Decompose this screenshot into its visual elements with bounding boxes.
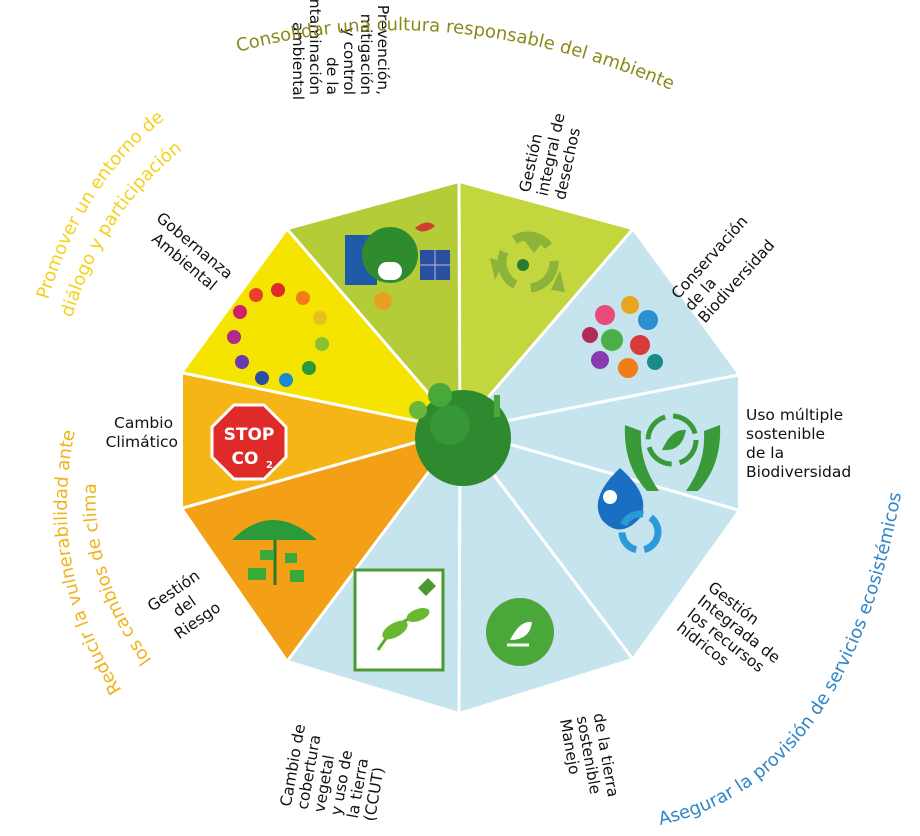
clima-line-1: Cambio bbox=[114, 414, 173, 432]
label-cambio-climatico: Cambio Climático bbox=[106, 414, 178, 451]
co2-text: CO bbox=[232, 449, 259, 469]
hands-leaf-icon bbox=[624, 413, 721, 491]
label-manejo: Manejo sostenible de la tierra bbox=[556, 712, 622, 805]
prevencion-line-6: ambiental bbox=[289, 22, 307, 100]
sustainable-land-icon bbox=[486, 598, 554, 666]
uso-line-1: Uso múltiple bbox=[746, 406, 843, 424]
segment-uso-multiple bbox=[460, 375, 738, 510]
label-gestion-hidricos: Gestión Integrada de los recursos hídric… bbox=[673, 578, 798, 697]
co2-subscript: 2 bbox=[266, 460, 273, 471]
svg-text:Cambio de cobertura: Cambio de cobertura vegetal y uso de la … bbox=[277, 718, 394, 823]
segment-prevencion bbox=[288, 183, 460, 430]
arc-text-upper-left-1-path: Promover un entorno de bbox=[33, 107, 168, 302]
segment-gobernanza bbox=[183, 230, 460, 430]
svg-text:Manejo sostenible: Manejo sostenible de la tierra bbox=[556, 712, 622, 805]
prevencion-line-1: Prevención, bbox=[374, 5, 392, 95]
recycle-icon bbox=[490, 231, 565, 293]
uso-line-3: de la bbox=[746, 444, 784, 462]
plant-shovel-icon bbox=[353, 568, 445, 672]
arc-text-upper-left-1: Promover un entorno de bbox=[33, 107, 168, 302]
uso-line-4: Biodiversidad bbox=[746, 463, 851, 481]
svg-text:Gestión Integrada de: Gestión Integrada de los recursos hídric… bbox=[673, 578, 798, 697]
segment-gestion-desechos bbox=[459, 183, 632, 430]
arc-text-left-1-path: Reducir la vulnerabilidad ante bbox=[51, 428, 126, 698]
segment-gestion-hidricos bbox=[460, 430, 738, 658]
label-prevencion: Prevención, mitigación y control de la c… bbox=[289, 0, 392, 100]
arc-text-left-1: Reducir la vulnerabilidad ante bbox=[51, 428, 126, 698]
svg-text:Gestión del Riesgo: Gestión del Riesgo bbox=[144, 564, 229, 647]
label-gobernanza: Gobernanza Ambiental bbox=[141, 209, 240, 301]
risk-umbrella-icon bbox=[232, 520, 317, 585]
uso-line-2: sostenible bbox=[746, 425, 825, 443]
label-gestion-desechos: Gestión integral de desechos bbox=[516, 103, 587, 202]
svg-text:Gestión integral de: Gestión integral de desechos bbox=[516, 103, 587, 201]
clima-line-2: Climático bbox=[106, 433, 178, 451]
water-drop-recycle-icon bbox=[597, 468, 662, 554]
stop-text: STOP bbox=[224, 425, 275, 445]
label-gestion-riesgo: Gestión del Riesgo bbox=[144, 564, 229, 647]
label-uso-multiple: Uso múltiple sostenible de la Biodiversi… bbox=[746, 406, 851, 481]
label-ccut: Cambio de cobertura vegetal y uso de la … bbox=[277, 718, 394, 823]
prevencion-line-5: contaminación bbox=[306, 0, 324, 95]
biodiversity-animals-icon bbox=[577, 287, 673, 383]
people-circle-icon bbox=[227, 283, 329, 387]
svg-text:Gobernanza Ambiental: Gobernanza Ambiental bbox=[141, 209, 240, 301]
prevencion-line-4: de la bbox=[323, 57, 341, 95]
pollution-prevention-icon bbox=[345, 222, 450, 310]
prevencion-line-2: mitigación bbox=[357, 14, 375, 95]
stop-co2-sign-icon: STOP CO 2 bbox=[210, 403, 288, 481]
center-globe bbox=[409, 383, 511, 486]
prevencion-line-3: y control bbox=[340, 27, 358, 95]
svg-text:Prevención, mitigación: Prevención, mitigación y control de la c… bbox=[289, 0, 392, 100]
segment-gestion-riesgo bbox=[183, 430, 460, 660]
